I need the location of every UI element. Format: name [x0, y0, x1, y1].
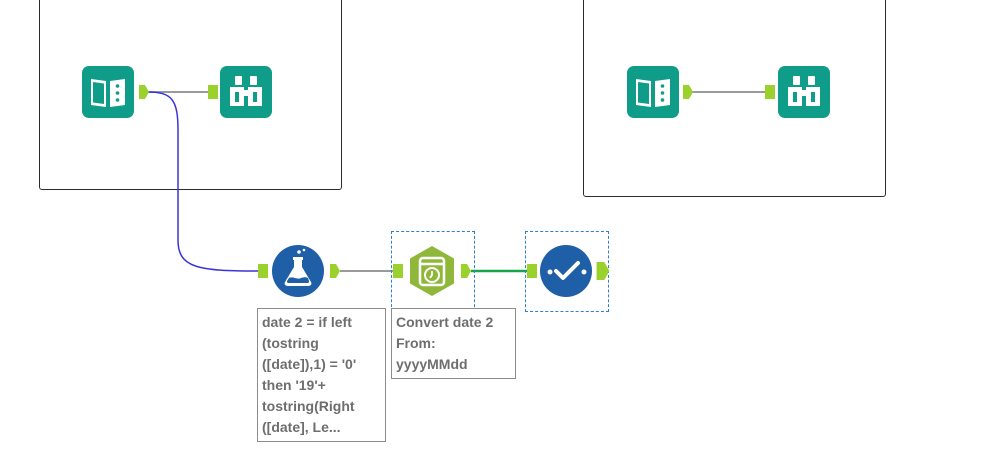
datetime-output-anchor[interactable] [461, 264, 471, 278]
input-data-icon [82, 66, 134, 118]
formula-annotation: date 2 = if left (tostring ([date]),1) =… [257, 308, 386, 442]
select-output-anchor[interactable] [596, 262, 610, 280]
input-data-tool-left[interactable] [82, 66, 134, 118]
datetime-clock-icon [410, 246, 454, 296]
browse-icon [778, 66, 830, 118]
select-check-icon [540, 245, 592, 297]
input-data-tool-right[interactable] [627, 66, 679, 118]
browse-tool-right[interactable] [778, 66, 830, 118]
formula-output-anchor[interactable] [330, 264, 340, 278]
input-anchor[interactable] [208, 85, 218, 99]
input-anchor[interactable] [765, 85, 775, 99]
datetime-annotation: Convert date 2 From: yyyyMMdd [391, 308, 516, 379]
browse-icon [220, 66, 272, 118]
formula-input-anchor[interactable] [258, 264, 268, 278]
input-data-icon [627, 66, 679, 118]
output-anchor[interactable] [683, 85, 693, 99]
formula-tool[interactable] [272, 245, 324, 297]
datetime-tool[interactable] [406, 245, 458, 297]
output-anchor[interactable] [139, 85, 149, 99]
wire-input-to-formula [147, 91, 259, 272]
datetime-input-anchor[interactable] [393, 264, 403, 278]
formula-flask-icon [272, 245, 324, 297]
browse-tool-left[interactable] [220, 66, 272, 118]
select-tool[interactable] [540, 245, 592, 297]
select-input-anchor[interactable] [527, 264, 537, 278]
